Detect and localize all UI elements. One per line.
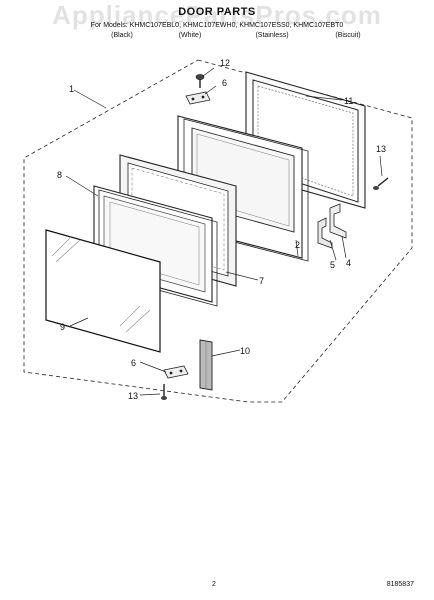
callout-8: 8 (57, 170, 62, 180)
part-10-handle-strip (199, 339, 213, 391)
part-5-latch-hook (317, 217, 333, 249)
callout-1: 1 (69, 84, 74, 94)
color-stainless: (Stainless) (255, 32, 289, 39)
color-biscuit: (Biscuit) (335, 32, 361, 39)
callout-11: 11 (344, 96, 353, 106)
page-number: 2 (212, 581, 216, 588)
callout-4: 4 (346, 258, 351, 268)
callout-6-top: 6 (222, 78, 227, 88)
document-number: 8185837 (386, 581, 414, 588)
callout-6-bottom: 6 (131, 358, 136, 368)
callout-13-bottom: 13 (128, 391, 138, 401)
watermark: AppliancePartsPros.com (52, 0, 382, 30)
part-12-screw (195, 74, 205, 88)
page-title: DOOR PARTS (178, 6, 256, 18)
part-6-hinge-bottom (163, 365, 189, 379)
callout-7: 7 (259, 276, 264, 286)
callout-9: 9 (60, 322, 65, 332)
assembly-boundary (23, 59, 413, 403)
callout-2: 2 (295, 240, 300, 250)
part-13-screw-bottom (161, 384, 167, 400)
part-6-hinge-top (185, 91, 211, 105)
model-list: For Models: KHMC107EBL0, KHMC107EWH0, KH… (90, 22, 344, 29)
callout-12: 12 (220, 58, 230, 68)
color-black: (Black) (111, 32, 133, 39)
color-row: (Black) (White) (Stainless) (Biscuit) (0, 32, 434, 42)
leader-lines (65, 67, 383, 396)
callout-3: 13 (376, 144, 386, 154)
callout-10: 10 (240, 346, 250, 356)
callout-5: 5 (330, 260, 335, 270)
part-4-latch-hook (329, 203, 347, 239)
part-13-screw-right (373, 177, 389, 190)
part-9-door-glass (45, 229, 161, 353)
color-white: (White) (178, 32, 202, 39)
